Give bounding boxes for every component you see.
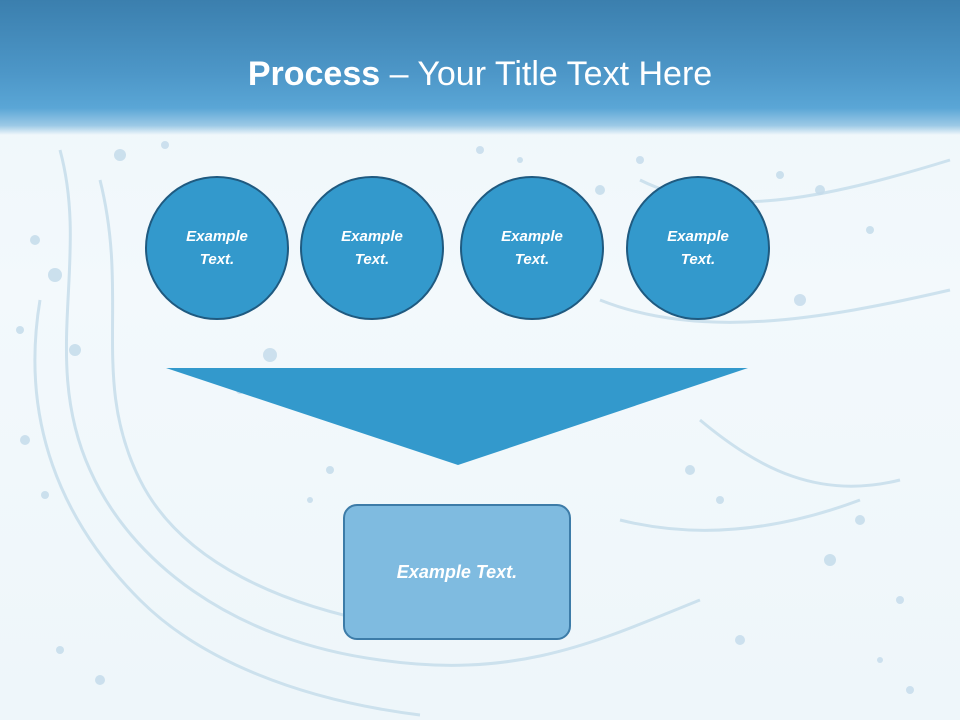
process-circle-label: Example Text. xyxy=(341,228,403,268)
process-circle-label: Example Text. xyxy=(186,228,248,268)
process-circle-label: Example Text. xyxy=(501,228,563,268)
process-circle-label: Example Text. xyxy=(667,228,729,268)
process-circle-3[interactable]: Example Text. xyxy=(460,176,604,320)
result-label: Example Text. xyxy=(396,561,518,582)
slide-title: Process – Your Title Text Here xyxy=(0,52,960,96)
process-circle-4[interactable]: Example Text. xyxy=(626,176,770,320)
process-circle-1[interactable]: Example Text. xyxy=(145,176,289,320)
title-rest: – Your Title Text Here xyxy=(380,55,713,93)
title-bar xyxy=(0,0,960,135)
title-bold: Process xyxy=(247,55,381,93)
process-circle-2[interactable]: Example Text. xyxy=(300,176,444,320)
result-box[interactable]: Example Text. xyxy=(343,504,571,640)
